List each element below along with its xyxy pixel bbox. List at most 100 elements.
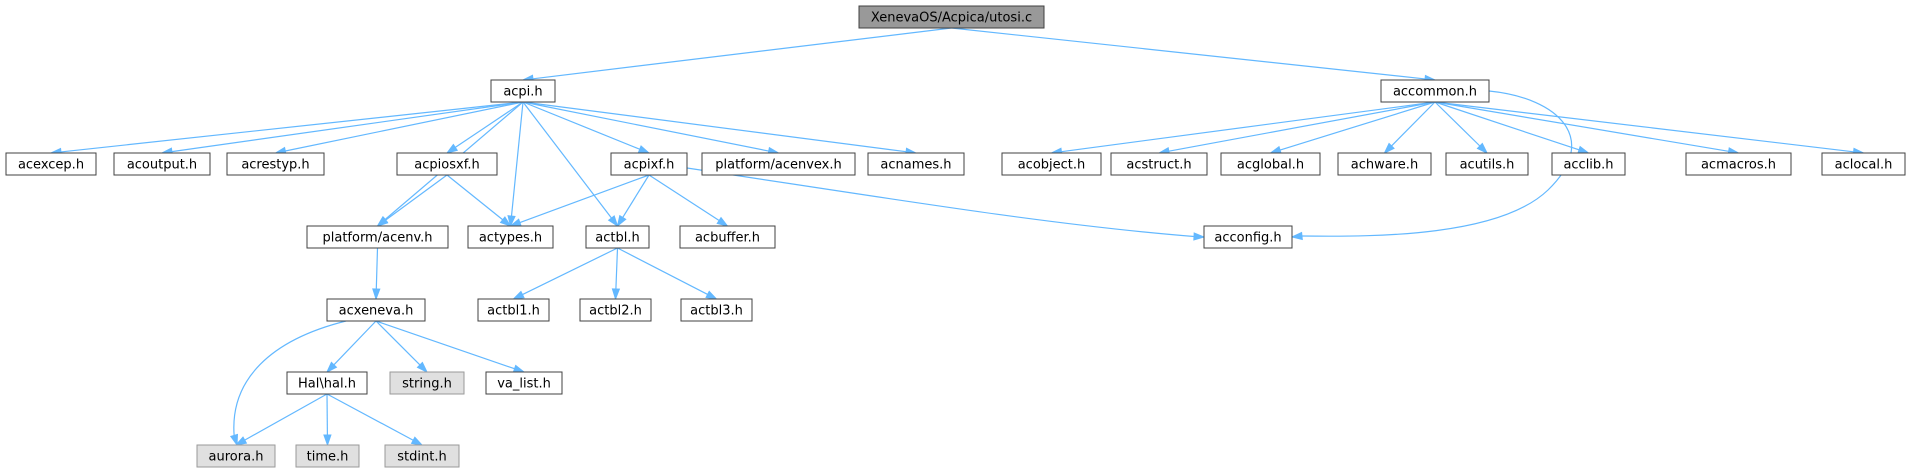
node-label: acclib.h: [1563, 158, 1613, 173]
edge-line: [522, 101, 769, 152]
edge-platform-acenv-h-to-acxeneva-h: [372, 247, 381, 301]
node-label: acpiosxf.h: [414, 158, 479, 173]
edge-line: [532, 27, 952, 80]
edge-arrowhead: [607, 215, 619, 228]
node-box: [1337, 152, 1432, 176]
node-box: [286, 371, 368, 395]
node-platform-acenv-h[interactable]: platform/acenv.h: [306, 225, 449, 249]
node-hal-hal-h[interactable]: Hal\hal.h: [286, 371, 368, 395]
edge-line: [454, 101, 524, 148]
edge-acpi-h-to-actbl-h: [522, 101, 619, 228]
node-box: [1203, 225, 1293, 249]
node-acrestyp-h[interactable]: acrestyp.h: [226, 152, 325, 176]
node-platform-acenvex-h[interactable]: platform/acenvex.h: [701, 152, 856, 176]
edge-arrowhead: [410, 436, 424, 446]
edge-arrowhead: [611, 288, 621, 301]
node-acxeneva-h[interactable]: acxeneva.h: [326, 298, 426, 322]
node-actbl3-h[interactable]: actbl3.h: [680, 298, 753, 322]
edge-actbl-h-to-actbl3-h: [617, 247, 718, 300]
node-box: [1445, 152, 1529, 176]
node-box: [579, 298, 652, 322]
node-box: [396, 152, 498, 176]
edge-acpiosxf-h-to-actypes-h: [446, 174, 512, 227]
edge-line: [446, 174, 504, 221]
edge-actbl-h-to-actbl1-h: [512, 247, 618, 300]
node-acutils-h[interactable]: acutils.h: [1445, 152, 1529, 176]
node-actbl-h[interactable]: actbl.h: [585, 225, 650, 249]
node-label: acconfig.h: [1214, 231, 1281, 246]
edge-acpixf-h-to-actbl-h: [616, 174, 650, 228]
node-label: acbuffer.h: [695, 231, 760, 246]
node-label: acpi.h: [503, 85, 542, 100]
node-label: actbl3.h: [690, 304, 743, 319]
node-box: [1220, 152, 1321, 176]
edge-line: [522, 101, 612, 219]
edge-acpi-h-to-acpiosxf-h: [445, 101, 524, 154]
node-actypes-h[interactable]: actypes.h: [467, 225, 554, 249]
node-box: [326, 298, 426, 322]
nodes-layer: XenevaOS/Acpica/utosi.c acpi.h accommon.h a…: [5, 5, 1906, 468]
edge-line: [1434, 101, 1729, 152]
node-achware-h[interactable]: achware.h: [1337, 152, 1432, 176]
node-label: acnames.h: [880, 158, 951, 173]
node-va-list-h[interactable]: va_list.h: [485, 371, 563, 395]
node-label: Hal\hal.h: [298, 377, 356, 392]
node-acstruct-h[interactable]: acstruct.h: [1110, 152, 1208, 176]
node-actbl2-h[interactable]: actbl2.h: [579, 298, 652, 322]
edge-line: [522, 247, 618, 296]
edge-arrowhead: [376, 216, 389, 227]
edge-acpiosxf-h-to-platform-acenv-h: [376, 174, 448, 227]
edge-line: [375, 247, 379, 290]
node-acpixf-h[interactable]: acpixf.h: [610, 152, 688, 176]
node-acoutput-h[interactable]: acoutput.h: [113, 152, 211, 176]
node-box: [1380, 79, 1490, 103]
edge-arrowhead: [323, 434, 332, 447]
node-box: [1821, 152, 1906, 176]
edge-arrowhead: [445, 143, 459, 154]
edge-line: [1434, 101, 1854, 153]
node-accommon-h[interactable]: accommon.h: [1380, 79, 1490, 103]
node-box: [1110, 152, 1208, 176]
node-acobject-h[interactable]: acobject.h: [1001, 152, 1102, 176]
node-label: acmacros.h: [1701, 158, 1776, 173]
node-box: [867, 152, 965, 176]
node-box: [467, 225, 554, 249]
node-root[interactable]: XenevaOS/Acpica/utosi.c: [858, 5, 1045, 29]
node-acpiosxf-h[interactable]: acpiosxf.h: [396, 152, 498, 176]
edge-arrowhead: [705, 290, 718, 300]
edge-line: [1279, 101, 1436, 151]
edge-line: [510, 101, 524, 217]
node-aclocal-h[interactable]: aclocal.h: [1821, 152, 1906, 176]
node-acexcep-h[interactable]: acexcep.h: [5, 152, 97, 176]
edge-acxeneva-h-to-hal-hal-h: [325, 320, 377, 374]
edge-arrowhead: [229, 433, 239, 447]
edge-line: [385, 174, 448, 221]
node-box: [679, 225, 776, 249]
node-acmacros-h[interactable]: acmacros.h: [1685, 152, 1792, 176]
node-acnames-h[interactable]: acnames.h: [867, 152, 965, 176]
node-label: platform/acenv.h: [322, 231, 432, 246]
node-label: achware.h: [1351, 158, 1418, 173]
node-actbl1-h[interactable]: actbl1.h: [477, 298, 550, 322]
edge-accommon-h-to-acutils-h: [1434, 101, 1489, 155]
node-label: actypes.h: [479, 231, 542, 246]
node-acglobal-h[interactable]: acglobal.h: [1220, 152, 1321, 176]
edge-accommon-h-to-acconfig-h: [1290, 90, 1573, 241]
node-label: acexcep.h: [18, 158, 84, 173]
node-label: acstruct.h: [1126, 158, 1191, 173]
node-time-h: time.h: [295, 444, 360, 468]
node-box: [485, 371, 563, 395]
edge-hal-hal-h-to-time-h: [323, 393, 332, 447]
node-acconfig-h[interactable]: acconfig.h: [1203, 225, 1293, 249]
edge-line: [1434, 101, 1580, 151]
edge-arrowhead: [372, 288, 381, 301]
edge-line: [285, 101, 524, 152]
node-acbuffer-h[interactable]: acbuffer.h: [679, 225, 776, 249]
edge-line: [951, 27, 1426, 80]
edge-acpixf-h-to-acbuffer-h: [648, 174, 729, 227]
node-box: [680, 298, 753, 322]
node-label: acobject.h: [1018, 158, 1086, 173]
node-acclib-h[interactable]: acclib.h: [1551, 152, 1626, 176]
node-acpi-h[interactable]: acpi.h: [490, 79, 556, 103]
